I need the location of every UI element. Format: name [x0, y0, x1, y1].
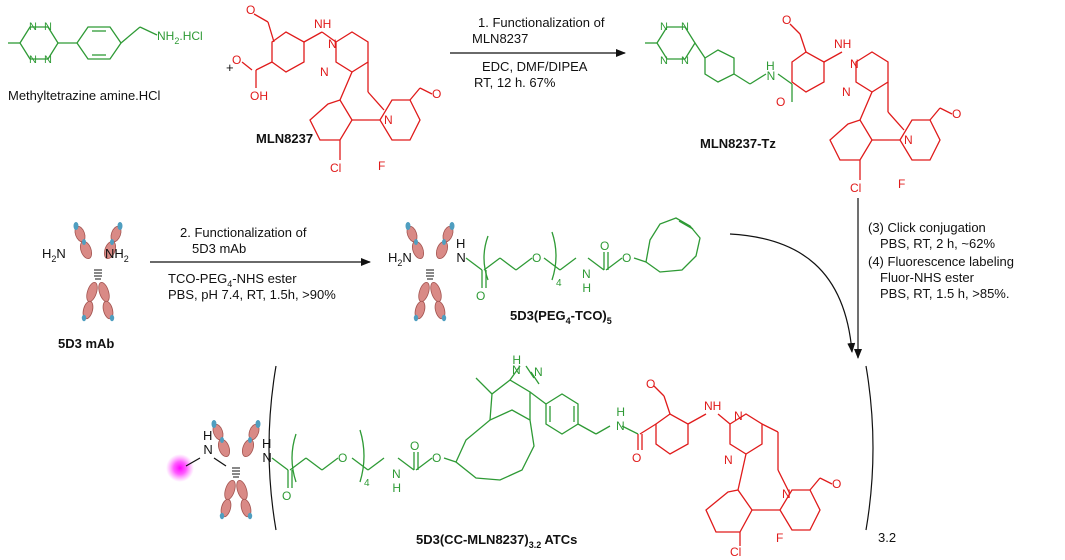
- atom-o: O: [952, 107, 961, 121]
- atc-mln8237-core: [637, 385, 833, 546]
- atom-n: N: [660, 21, 668, 33]
- step1-line1: 1. Functionalization of: [478, 15, 605, 30]
- atom-o: O: [232, 53, 241, 67]
- step4-line3: PBS, RT, 1.5 h, >85%.: [880, 286, 1009, 301]
- mab-nh2: NH2: [105, 246, 129, 264]
- atom-n: N: [734, 409, 743, 423]
- step1-line4: RT, 12 h. 67%: [474, 75, 556, 90]
- atom-o: O: [832, 477, 841, 491]
- atom-nh: HN: [392, 467, 401, 495]
- atc-label: 5D3(CC-MLN8237)3.2 ATCs: [416, 532, 577, 550]
- atom-cl: Cl: [330, 161, 341, 175]
- atom-n: N: [782, 487, 791, 501]
- step2-line2: 5D3 mAb: [192, 241, 246, 256]
- 5d3-peg-tco-antibody: [404, 221, 456, 322]
- atom-nh: NH: [314, 17, 331, 31]
- peg-repeat: 4: [364, 478, 370, 489]
- atom-nh: NH: [704, 399, 721, 413]
- atc-linker: [271, 365, 639, 488]
- atom-f: F: [776, 531, 783, 545]
- step1-line2: MLN8237: [472, 31, 528, 46]
- atom-o: O: [432, 87, 441, 101]
- 5d3-mab-antibody: [72, 221, 124, 322]
- mln8237-tz-label: MLN8237-Tz: [700, 136, 776, 151]
- step3-line2: PBS, RT, 2 h, ~62%: [880, 236, 995, 251]
- tetrazine-salt: NH2.HCl: [157, 29, 203, 46]
- atom-n: N: [904, 133, 913, 147]
- atom-n: N: [850, 57, 859, 71]
- atom-n: N: [29, 21, 37, 33]
- plus-sign: +: [226, 60, 234, 75]
- mab-h2n: H2N: [42, 246, 66, 264]
- atom-n: N: [724, 453, 733, 467]
- atom-o: O: [410, 439, 419, 453]
- atom-nh: NH: [834, 37, 851, 51]
- atom-n: N: [660, 55, 668, 67]
- tco-label: 5D3(PEG4-TCO)5: [510, 308, 612, 326]
- atom-o: O: [600, 239, 609, 253]
- atom-n: N: [328, 37, 337, 51]
- mln8237-tz-tetrazine: [645, 26, 793, 102]
- mln8237-label: MLN8237: [256, 131, 313, 146]
- right-bracket: [865, 365, 874, 531]
- atom-o: O: [532, 251, 541, 265]
- combine-arrow: [729, 233, 856, 353]
- atom-f: F: [378, 159, 385, 173]
- methyltetrazine-label: Methyltetrazine amine.HCl: [8, 88, 161, 103]
- atc-antibody: [210, 419, 262, 520]
- atom-n: N: [681, 55, 689, 67]
- atom-o: O: [632, 451, 641, 465]
- atom-n: N: [842, 85, 851, 99]
- atom-n: N: [29, 54, 37, 66]
- peg-tco-linker: [465, 217, 701, 288]
- atom-o: O: [476, 289, 485, 303]
- mln8237-tz-core: [789, 23, 953, 180]
- mln8237-structure: [241, 13, 433, 160]
- atom-o: O: [282, 489, 291, 503]
- atom-n: N: [681, 21, 689, 33]
- atom-nh: HN: [582, 267, 591, 295]
- bracket-subscript: 3.2: [878, 530, 896, 545]
- atom-o: O: [776, 95, 785, 109]
- methyltetrazine-amine-structure: [8, 26, 158, 60]
- fluorophore-dye: [166, 454, 194, 482]
- atom-n: N: [44, 21, 52, 33]
- atom-oh: OH: [250, 89, 268, 103]
- atom-o: O: [782, 13, 791, 27]
- step2-line1: 2. Functionalization of: [180, 225, 307, 240]
- atom-n: N: [320, 65, 329, 79]
- mab-label: 5D3 mAb: [58, 336, 114, 351]
- atom-cl: Cl: [730, 545, 741, 559]
- atom-f: F: [898, 177, 905, 191]
- peg-repeat: 4: [556, 278, 562, 289]
- step2-line4: PBS, pH 7.4, RT, 1.5h, >90%: [168, 287, 336, 302]
- atom-n: N: [534, 365, 543, 379]
- tco-h2n: H2N: [388, 250, 412, 268]
- step1-line3: EDC, DMF/DIPEA: [482, 59, 588, 74]
- left-bracket: [268, 365, 277, 531]
- atom-o: O: [246, 3, 255, 17]
- step4-line1: (4) Fluorescence labeling: [868, 254, 1014, 269]
- step3-line1: (3) Click conjugation: [868, 220, 986, 235]
- step2-line3: TCO-PEG4-NHS ester: [168, 271, 297, 289]
- atom-o: O: [622, 251, 631, 265]
- atom-n: N: [44, 54, 52, 66]
- atom-o: O: [646, 377, 655, 391]
- atom-n: N: [384, 113, 393, 127]
- step4-line2: Fluor-NHS ester: [880, 270, 975, 285]
- atom-o: O: [432, 451, 441, 465]
- atom-o: O: [338, 451, 347, 465]
- atom-cl: Cl: [850, 181, 861, 195]
